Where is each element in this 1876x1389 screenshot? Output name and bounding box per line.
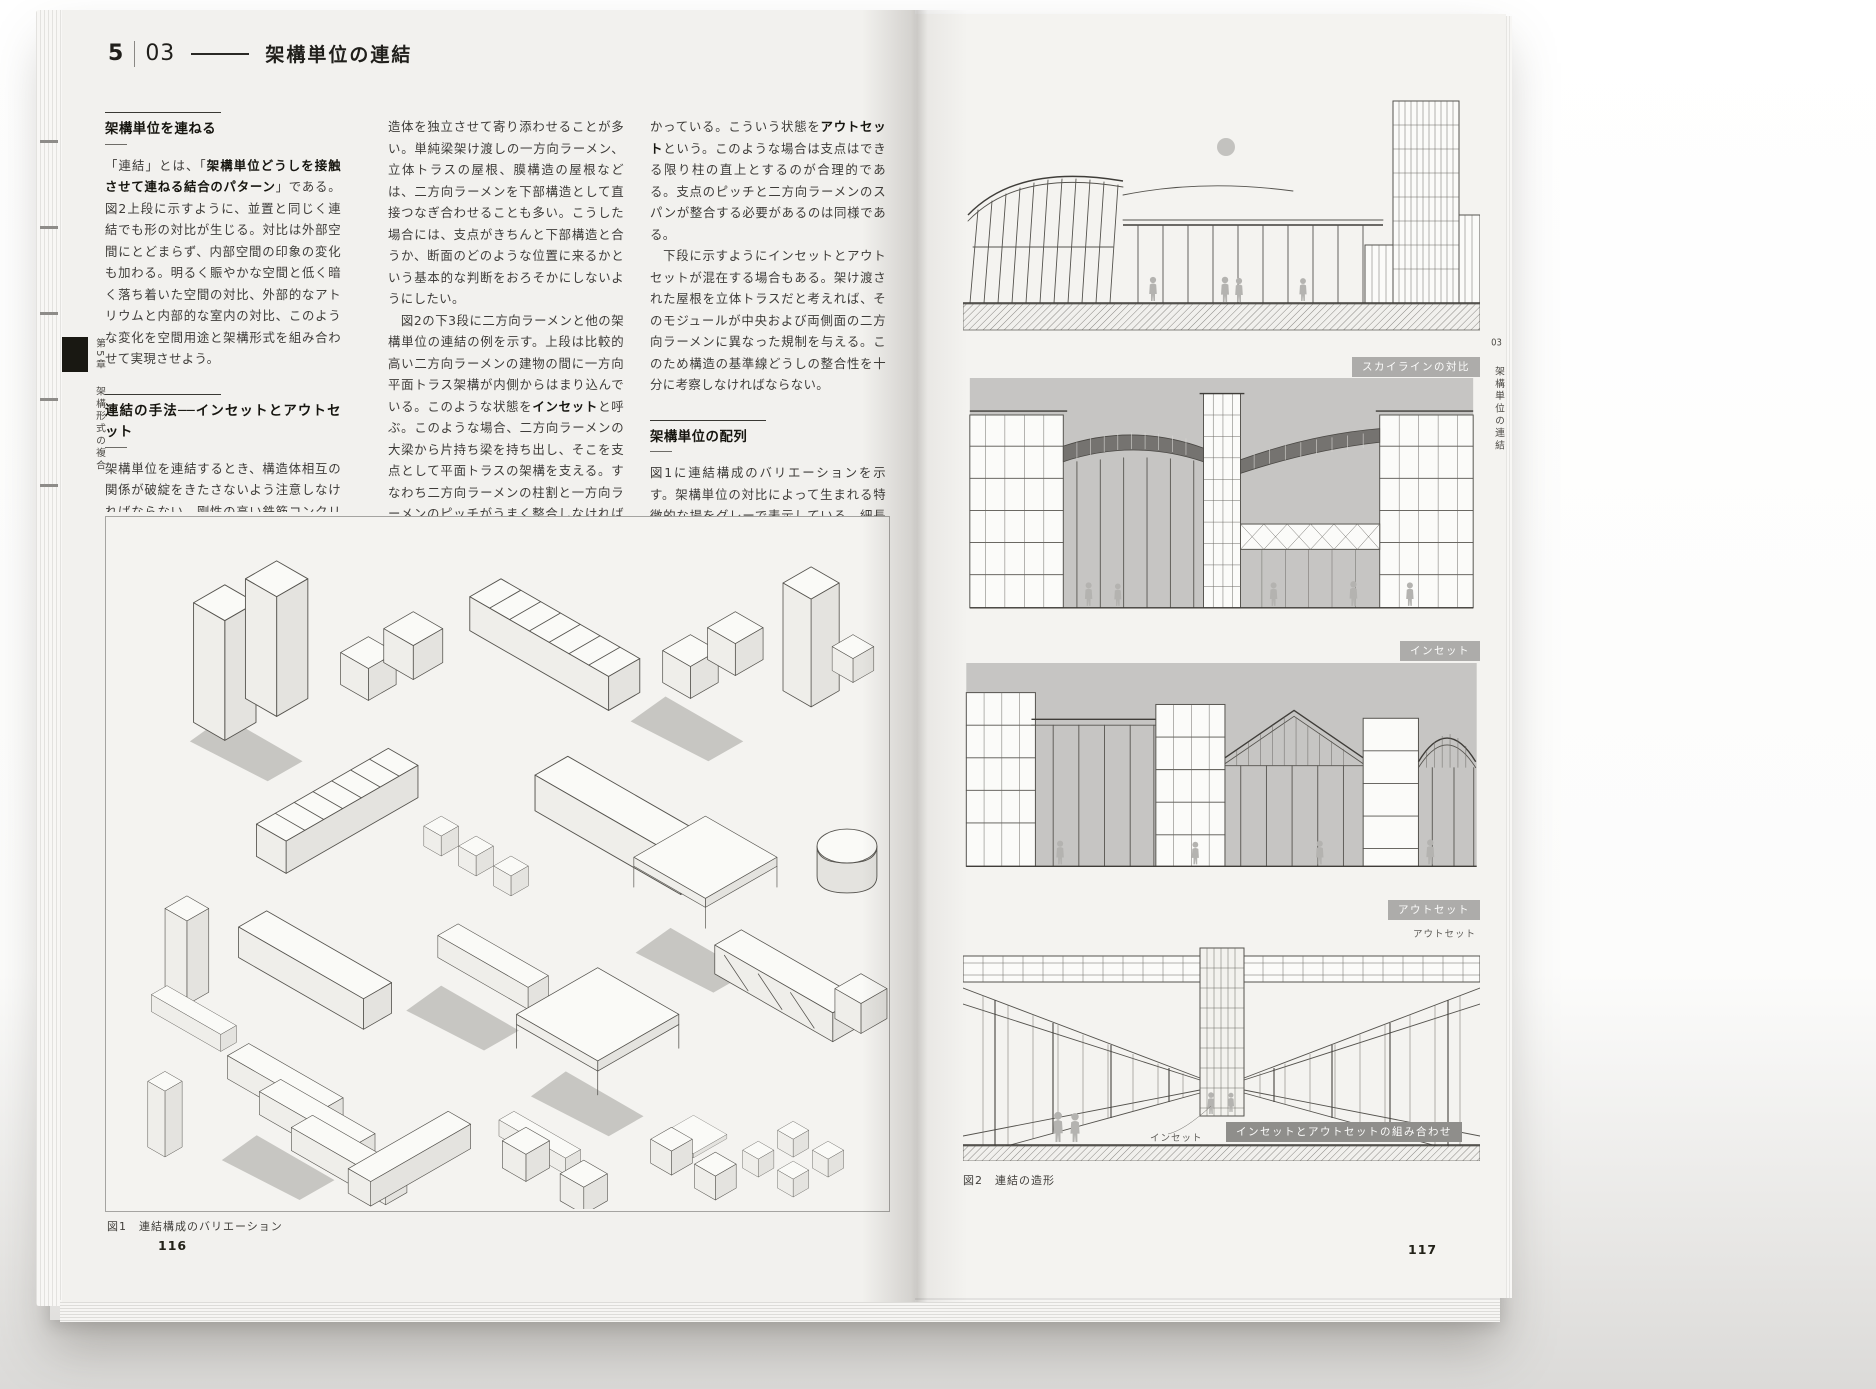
section-number: 03 (145, 41, 176, 66)
page-number-right: 117 (1408, 1242, 1438, 1257)
panel2-caption: インセット (1400, 641, 1480, 661)
chapter-edge-tab (62, 337, 88, 372)
page-number-left: 116 (158, 1238, 188, 1253)
panel4-combination-illustration (963, 946, 1480, 1161)
panel4-annotation-outset: アウトセット (1412, 929, 1476, 940)
paragraph: 「連結」とは、「架構単位どうしを接触させて連ねる結合のパターン」である。図2上段… (105, 157, 341, 367)
chapter-number: 5 (108, 41, 125, 66)
text-column-1: 架構単位を連ねる 「連結」とは、「架構単位どうしを接触させて連ねる結合のパターン… (105, 108, 341, 512)
heading-rule (105, 393, 221, 395)
heading-subrule (105, 446, 127, 448)
heading-rule (650, 419, 766, 421)
margin-chapter-title: 架構形式の複合 (94, 386, 105, 473)
figure2-caption: 図2 連結の造形 (963, 1174, 1055, 1187)
margin-section-right: 03 (1491, 338, 1502, 348)
paragraph: 架構単位を連結するとき、構造体相互の関係が破綻をきたさないよう注意しなければなら… (105, 460, 341, 513)
paragraph: 造体を独立させて寄り添わせることが多い。単純梁架け渡しの一方向ラーメン、立体トラ… (388, 119, 624, 306)
figure1-frame (105, 516, 890, 1212)
section-header: 5 03 架構単位の連結 (108, 40, 412, 67)
paragraph: 図2の下3段に二方向ラーメンと他の架構単位の連結の例を示す。上段は比較的高い二方… (388, 312, 624, 521)
text-column-2: 造体を独立させて寄り添わせることが多い。単純梁架け渡しの一方向ラーメン、立体トラ… (388, 116, 624, 520)
header-rule (191, 52, 250, 55)
fore-edge-pages-left (36, 10, 62, 1306)
bottom-page-edges (60, 1300, 1500, 1322)
section-heading: 連結の手法──インセットとアウトセット (105, 403, 341, 441)
panel1-caption: スカイラインの対比 (1352, 357, 1480, 377)
figure1-isometric-illustration (147, 560, 888, 1209)
fore-edge-tab (40, 226, 58, 229)
margin-title-right: 架構単位の連結 (1493, 366, 1504, 453)
book-gutter-shadow (862, 10, 968, 1302)
text-column-3: かっている。こういう状態をアウトセットという。このような場合は支点はできる限り柱… (650, 116, 886, 520)
fore-edge-tab (40, 312, 58, 315)
fore-edge-tab (40, 140, 58, 143)
page-title: 架構単位の連結 (265, 44, 413, 66)
panel3-caption: アウトセット (1388, 900, 1480, 920)
figure1-caption: 図1 連結構成のバリエーション (107, 1220, 283, 1233)
fore-edge-tab (40, 398, 58, 401)
heading-subrule (105, 143, 127, 145)
header-divider (134, 40, 136, 67)
heading-subrule (650, 451, 672, 452)
panel4-annotation-inset: インセット (1150, 1133, 1203, 1144)
section-heading: 架構単位を連ねる (105, 122, 217, 137)
panel4-caption: インセットとアウトセットの組み合わせ (1226, 1122, 1462, 1142)
panel2-inset-illustration (963, 378, 1480, 636)
paragraph: 図1に連結構成のバリエーションを示す。架構単位の対比によって生まれる特徴的な場を… (650, 465, 886, 520)
section-heading: 架構単位の配列 (650, 429, 748, 445)
paragraph: 下段に示すようにインセットとアウトセットが混在する場合もある。架け渡された屋根を… (650, 248, 886, 392)
panel1-skyline-illustration (963, 95, 1480, 353)
margin-chapter-label: 第5章 (94, 338, 105, 372)
paragraph: かっている。こういう状態をアウトセットという。このような場合は支点はできる限り柱… (650, 119, 886, 242)
heading-rule (105, 112, 221, 113)
panel3-outset-illustration (963, 663, 1480, 895)
fore-edge-tab (40, 484, 58, 487)
